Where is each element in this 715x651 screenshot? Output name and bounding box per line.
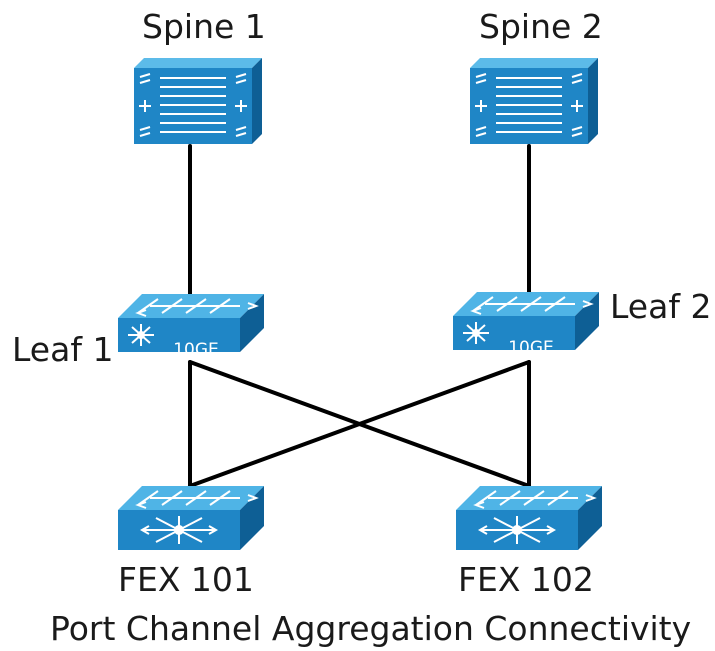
link-leaf2-fex101 bbox=[188, 360, 531, 488]
fex102-label: FEX 102 bbox=[458, 560, 594, 599]
fex101-label: FEX 101 bbox=[118, 560, 254, 599]
fex101-switch-icon bbox=[117, 485, 265, 551]
leaf1-badge: 10GE bbox=[173, 340, 219, 360]
spine2-label: Spine 2 bbox=[479, 7, 603, 46]
fex102-switch-icon bbox=[455, 485, 603, 551]
spine1-label: Spine 1 bbox=[142, 7, 266, 46]
leaf1-label: Leaf 1 bbox=[12, 330, 114, 369]
leaf2-label: Leaf 2 bbox=[610, 287, 712, 326]
spine1-switch-icon bbox=[133, 57, 263, 145]
leaf2-badge: 10GE bbox=[508, 338, 554, 358]
diagram-title: Port Channel Aggregation Connectivity bbox=[50, 609, 692, 648]
spine2-switch-icon bbox=[469, 57, 599, 145]
